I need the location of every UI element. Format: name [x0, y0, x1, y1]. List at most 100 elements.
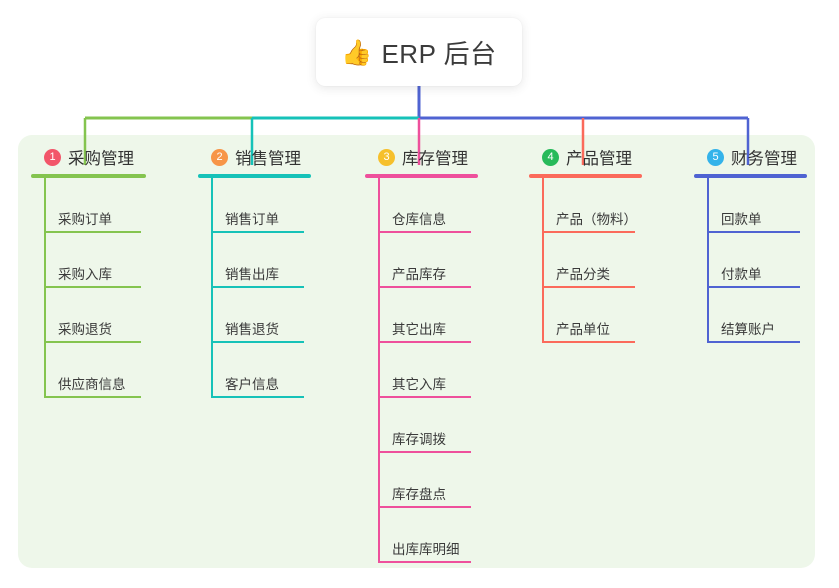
- branch-header-3[interactable]: 3 库存管理: [365, 146, 478, 168]
- branch-item-label: 采购退货: [58, 321, 112, 337]
- branch-item-rule: [378, 286, 471, 288]
- branch-item[interactable]: 结算账户: [694, 288, 807, 343]
- branch-spine: [44, 178, 46, 398]
- thumbs-up-icon: 👍: [341, 37, 373, 67]
- branch-header-rule: [365, 174, 478, 178]
- branch-item[interactable]: 产品库存: [365, 233, 478, 288]
- branch-item-rule: [707, 286, 800, 288]
- branch-item-rule: [44, 231, 141, 233]
- branch-item-label: 出库库明细: [392, 541, 460, 557]
- branch-item-rule: [542, 341, 635, 343]
- branch-item-rule: [707, 231, 800, 233]
- branch-item[interactable]: 其它入库: [365, 343, 478, 398]
- branch-item-label: 客户信息: [225, 376, 279, 392]
- branch-item[interactable]: 采购订单: [31, 178, 146, 233]
- branch-spine: [378, 178, 380, 563]
- branch-item-list: 采购订单采购入库采购退货供应商信息: [31, 178, 146, 398]
- branch-spine: [707, 178, 709, 343]
- branch-item-label: 产品分类: [556, 266, 610, 282]
- branch-item-rule: [378, 396, 471, 398]
- branch-header-5[interactable]: 5 财务管理: [694, 146, 807, 168]
- branch-header-rule: [198, 174, 311, 178]
- branch-item-rule: [378, 561, 471, 563]
- branch-number-badge: 1: [44, 148, 61, 166]
- branch-item-label: 销售退货: [225, 321, 279, 337]
- root-node-content: 👍 ERP 后台: [341, 34, 496, 71]
- branch-header-rule: [694, 174, 807, 178]
- branch-title: 库存管理: [402, 150, 468, 168]
- branch-item-label: 产品（物料）: [556, 211, 637, 227]
- branch-item-label: 销售订单: [225, 211, 279, 227]
- branch-item[interactable]: 采购退货: [31, 288, 146, 343]
- branch-column-5: 5 财务管理回款单付款单结算账户: [694, 146, 807, 343]
- branch-item[interactable]: 回款单: [694, 178, 807, 233]
- root-title: ERP 后台: [381, 38, 497, 69]
- branch-item[interactable]: 库存调拨: [365, 398, 478, 453]
- branch-item-rule: [378, 451, 471, 453]
- branch-title: 采购管理: [68, 150, 134, 168]
- branches-panel: [18, 135, 815, 568]
- branch-item[interactable]: 客户信息: [198, 343, 311, 398]
- branch-item-rule: [44, 396, 141, 398]
- branch-item-rule: [707, 341, 800, 343]
- branch-item[interactable]: 销售订单: [198, 178, 311, 233]
- branch-item[interactable]: 销售出库: [198, 233, 311, 288]
- branch-item-rule: [211, 341, 304, 343]
- branch-item-label: 采购订单: [58, 211, 112, 227]
- branch-item[interactable]: 库存盘点: [365, 453, 478, 508]
- branch-column-4: 4 产品管理产品（物料） 产品分类产品单位: [529, 146, 642, 343]
- branch-item[interactable]: 其它出库: [365, 288, 478, 343]
- branch-item-rule: [211, 396, 304, 398]
- branch-item-rule: [211, 286, 304, 288]
- branch-item-list: 销售订单销售出库销售退货客户信息: [198, 178, 311, 398]
- branch-spine: [542, 178, 544, 343]
- branch-item-rule: [542, 286, 635, 288]
- branch-item-label: 库存盘点: [392, 486, 446, 502]
- branch-item[interactable]: 采购入库: [31, 233, 146, 288]
- branch-item-rule: [44, 341, 141, 343]
- branch-item[interactable]: 供应商信息: [31, 343, 146, 398]
- branch-header-rule: [31, 174, 146, 178]
- branch-item-label: 供应商信息: [58, 376, 126, 392]
- branch-spine: [211, 178, 213, 398]
- branch-item-list: 仓库信息产品库存其它出库其它入库库存调拨库存盘点出库库明细: [365, 178, 478, 563]
- branch-item[interactable]: 销售退货: [198, 288, 311, 343]
- branch-column-3: 3 库存管理仓库信息产品库存其它出库其它入库库存调拨库存盘点出库库明细: [365, 146, 478, 563]
- branch-item-label: 仓库信息: [392, 211, 446, 227]
- branch-item[interactable]: 出库库明细: [365, 508, 478, 563]
- branch-item-list: 产品（物料） 产品分类产品单位: [529, 178, 642, 343]
- branch-header-4[interactable]: 4 产品管理: [529, 146, 642, 168]
- branch-item[interactable]: 付款单: [694, 233, 807, 288]
- branch-number-badge: 4: [542, 148, 559, 166]
- branch-item-label: 其它出库: [392, 321, 446, 337]
- branch-number-badge: 3: [378, 148, 395, 166]
- branch-item-rule: [542, 231, 635, 233]
- branch-item-list: 回款单付款单结算账户: [694, 178, 807, 343]
- branch-title: 财务管理: [731, 150, 797, 168]
- branch-item-label: 其它入库: [392, 376, 446, 392]
- branch-item-rule: [378, 506, 471, 508]
- branch-item-rule: [378, 341, 471, 343]
- branch-item-label: 结算账户: [721, 321, 775, 337]
- root-node[interactable]: 👍 ERP 后台: [316, 18, 522, 86]
- branch-column-1: 1 采购管理采购订单采购入库采购退货供应商信息: [31, 146, 146, 398]
- branch-item[interactable]: 产品（物料）: [529, 178, 642, 233]
- branch-item[interactable]: 产品分类: [529, 233, 642, 288]
- branch-item-label: 产品单位: [556, 321, 610, 337]
- branch-number-badge: 5: [707, 148, 724, 166]
- branch-item-rule: [378, 231, 471, 233]
- branch-header-rule: [529, 174, 642, 178]
- branch-item-label: 付款单: [721, 266, 762, 282]
- branch-title: 产品管理: [566, 150, 632, 168]
- branch-item-label: 回款单: [721, 211, 762, 227]
- branch-item-label: 采购入库: [58, 266, 112, 282]
- branch-item[interactable]: 产品单位: [529, 288, 642, 343]
- branch-title: 销售管理: [235, 150, 301, 168]
- branch-item-rule: [211, 231, 304, 233]
- branch-header-1[interactable]: 1 采购管理: [31, 146, 146, 168]
- branch-item[interactable]: 仓库信息: [365, 178, 478, 233]
